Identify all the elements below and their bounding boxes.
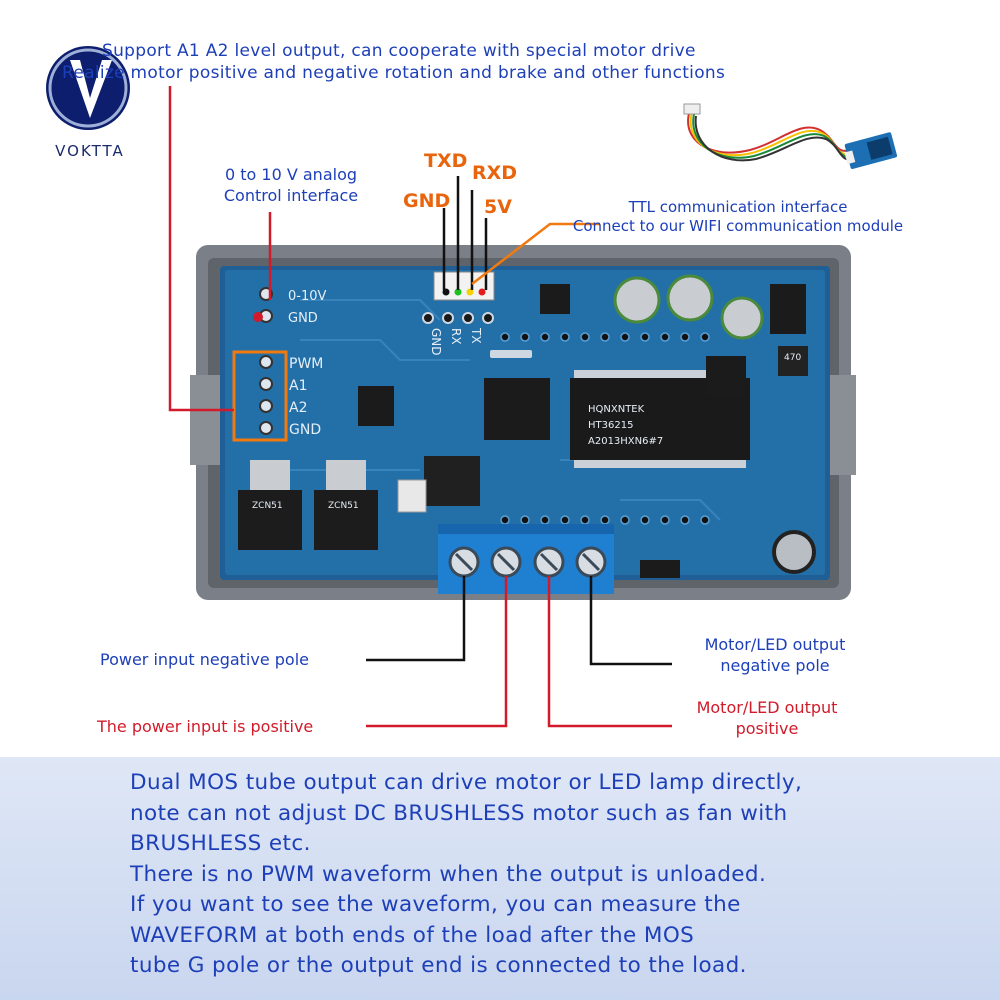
silk-0-10v: 0-10V (288, 289, 327, 304)
bottom-line-6: WAVEFORM at both ends of the load after … (130, 922, 695, 948)
silk-pwm: PWM (289, 356, 323, 372)
brand-logo: VOKTTA (40, 30, 140, 170)
callout-analog-line1: 0 to 10 V analog (224, 165, 358, 184)
pin-label-5v: 5V (484, 196, 512, 218)
mos-marking-2: ZCN51 (328, 501, 359, 511)
bottom-line-3: BRUSHLESS etc. (130, 831, 311, 856)
callout-ttl: TTL communication interface Connect to o… (540, 198, 936, 236)
silk-gnd-serial: GND (429, 328, 443, 356)
callout-motor-positive: Motor/LED output positive (672, 697, 862, 739)
callout-motor-positive-line2: positive (735, 719, 799, 738)
silk-rx-serial: RX (449, 328, 463, 345)
silk-tx-serial: TX (469, 327, 483, 344)
voktta-logo-icon (46, 46, 130, 130)
chip-marking-1: HQNXNTEK (588, 404, 645, 415)
bottom-line-5: If you want to see the waveform, you can… (130, 892, 741, 917)
callout-ttl-line2: Connect to our WIFI communication module (572, 217, 904, 235)
bottom-panel (0, 757, 1000, 1000)
silk-gnd-2: GND (289, 422, 321, 438)
chip-marking-3: A2013HXN6#7 (588, 436, 663, 447)
callout-power-positive: The power input is positive (97, 717, 314, 736)
bottom-line-1: Dual MOS tube output can drive motor or … (130, 770, 803, 795)
bottom-line-7: tube G pole or the output end is connect… (130, 953, 747, 978)
brand-name: VOKTTA (55, 142, 125, 160)
callout-lines (168, 86, 672, 728)
chip-marking-2: HT36215 (588, 420, 633, 431)
silk-a1: A1 (289, 378, 307, 394)
cap-marking: 470 (784, 353, 801, 363)
callout-analog-line2: Control interface (223, 186, 359, 205)
silk-gnd-1: GND (288, 311, 318, 326)
callout-motor-negative-line1: Motor/LED output (704, 635, 846, 654)
callout-motor-positive-line1: Motor/LED output (696, 698, 838, 717)
callout-analog: 0 to 10 V analog Control interface (200, 164, 382, 206)
bottom-description: Dual MOS tube output can drive motor or … (130, 768, 990, 982)
controller-board-image: 0-10V GND PWM A1 A2 GND GND RX TX HQNXNT… (190, 245, 856, 600)
pin-label-rxd: RXD (472, 162, 518, 184)
mos-marking-1: ZCN51 (252, 501, 283, 511)
top-note-2: Realize motor positive and negative rota… (62, 63, 726, 83)
callout-motor-negative: Motor/LED output negative pole (680, 634, 870, 676)
callout-power-negative: Power input negative pole (100, 650, 309, 669)
callout-ttl-line1: TTL communication interface (628, 198, 848, 216)
callout-motor-negative-line2: negative pole (720, 656, 830, 675)
top-note-1: Support A1 A2 level output, can cooperat… (102, 41, 696, 61)
pin-label-gnd: GND (403, 190, 451, 212)
wifi-module-image (683, 103, 897, 169)
silk-a2: A2 (289, 400, 307, 416)
bottom-line-2: note can not adjust DC BRUSHLESS motor s… (130, 800, 788, 826)
pin-label-txd: TXD (424, 150, 468, 172)
bottom-line-4: There is no PWM waveform when the output… (130, 861, 767, 887)
